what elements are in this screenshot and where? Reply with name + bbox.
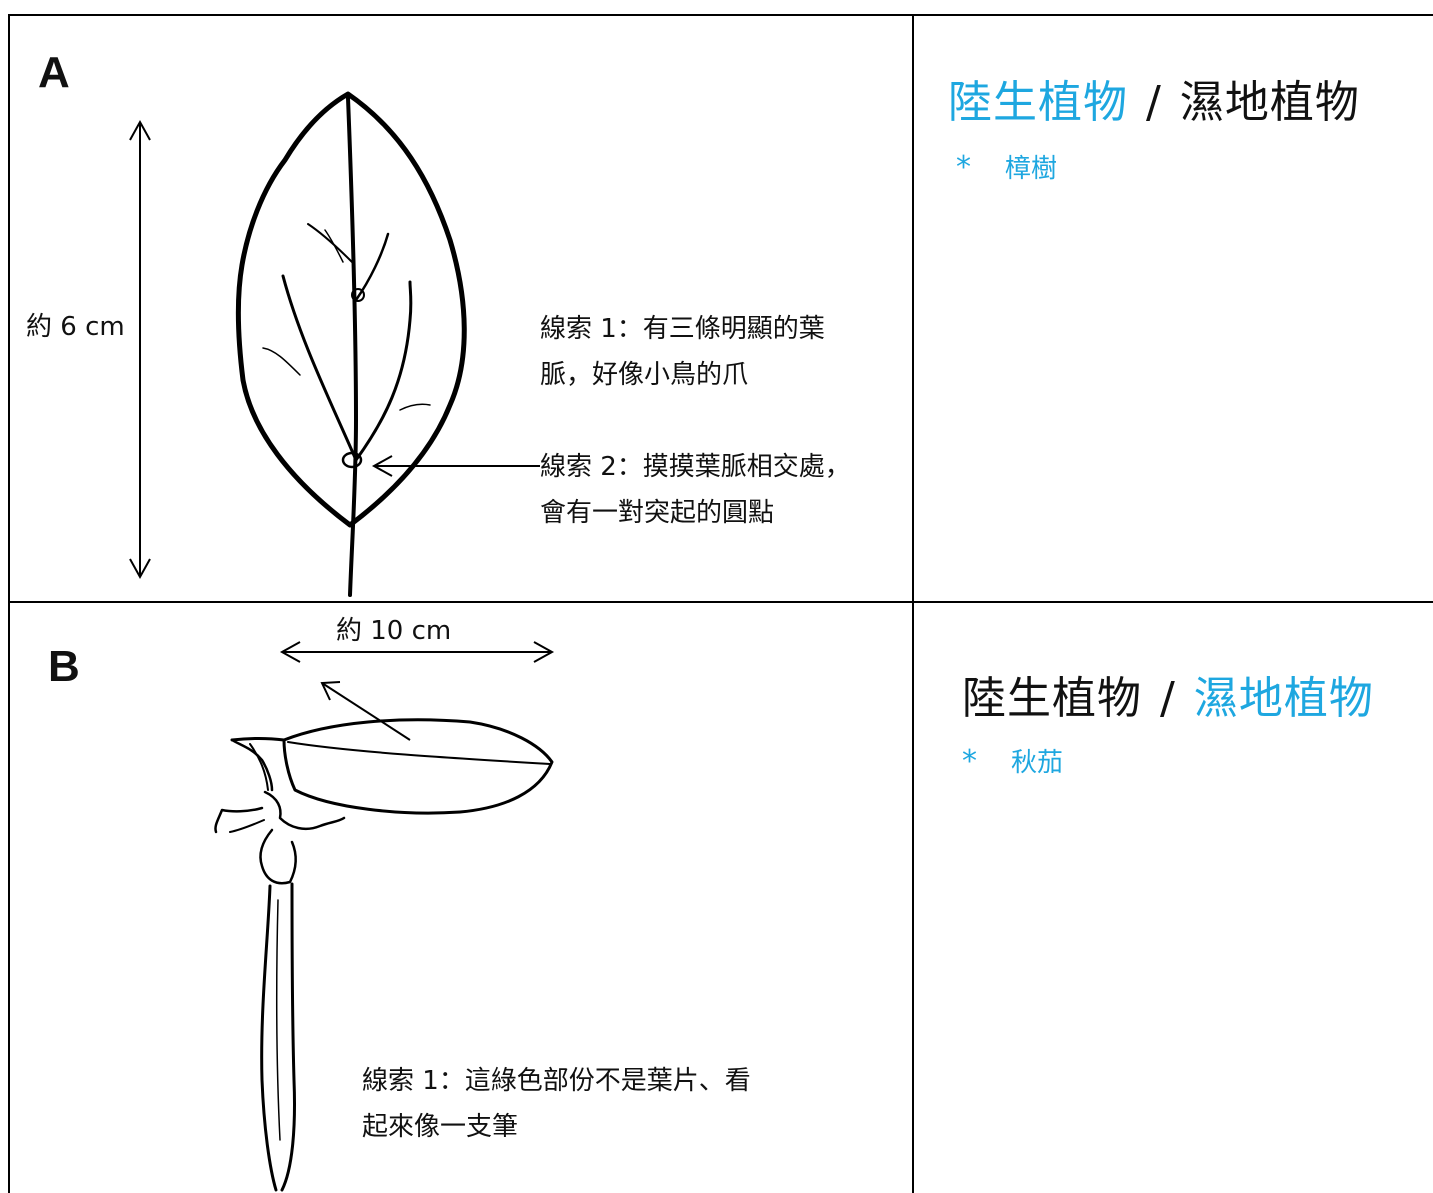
clue2-arrow-icon [371,455,540,477]
table-column-divider [912,14,914,1193]
category-terrestrial-selected[interactable]: 陸生植物 [948,77,1128,128]
category-terrestrial[interactable]: 陸生植物 [962,673,1142,724]
panel-b-category: 陸生植物 / 濕地植物 [962,662,1374,726]
category-separator: / [1146,77,1162,128]
table-left-border [8,14,10,1193]
panel-b-letter: B [48,642,80,691]
height-arrow-icon [129,119,151,580]
answer-text: 樟樹 [1005,154,1058,184]
width-label: 約 10 cm [336,616,452,646]
height-label: 約 6 cm [26,312,125,342]
answer-bullet: * [962,744,977,779]
panel-a-answer: * 樟樹 [956,148,1057,185]
panel-b-answer: * 秋茄 [962,742,1063,779]
table-top-border [8,14,1433,16]
panel-b-clue-1: 線索 1：這綠色部份不是葉片、看起來像一支筆 [362,1066,751,1142]
kandelia-propagule-icon [214,718,554,1192]
panel-a-clue-1: 線索 1：有三條明顯的葉脈，好像小鳥的爪 [540,314,825,390]
table-row-divider [8,601,1433,603]
answer-bullet: * [956,150,971,185]
category-wetland-selected[interactable]: 濕地植物 [1193,673,1374,724]
panel-a-clue-2: 線索 2：摸摸葉脈相交處，會有一對突起的圓點 [540,452,851,528]
panel-a-category: 陸生植物 / 濕地植物 [948,66,1360,130]
panel-a-letter: A [38,48,70,97]
width-arrow-icon [279,641,555,663]
clue-b-arrow-icon [320,681,411,741]
answer-text: 秋茄 [1011,748,1064,778]
category-wetland[interactable]: 濕地植物 [1179,77,1360,128]
category-separator: / [1160,673,1176,724]
camphor-leaf-icon [235,91,467,597]
